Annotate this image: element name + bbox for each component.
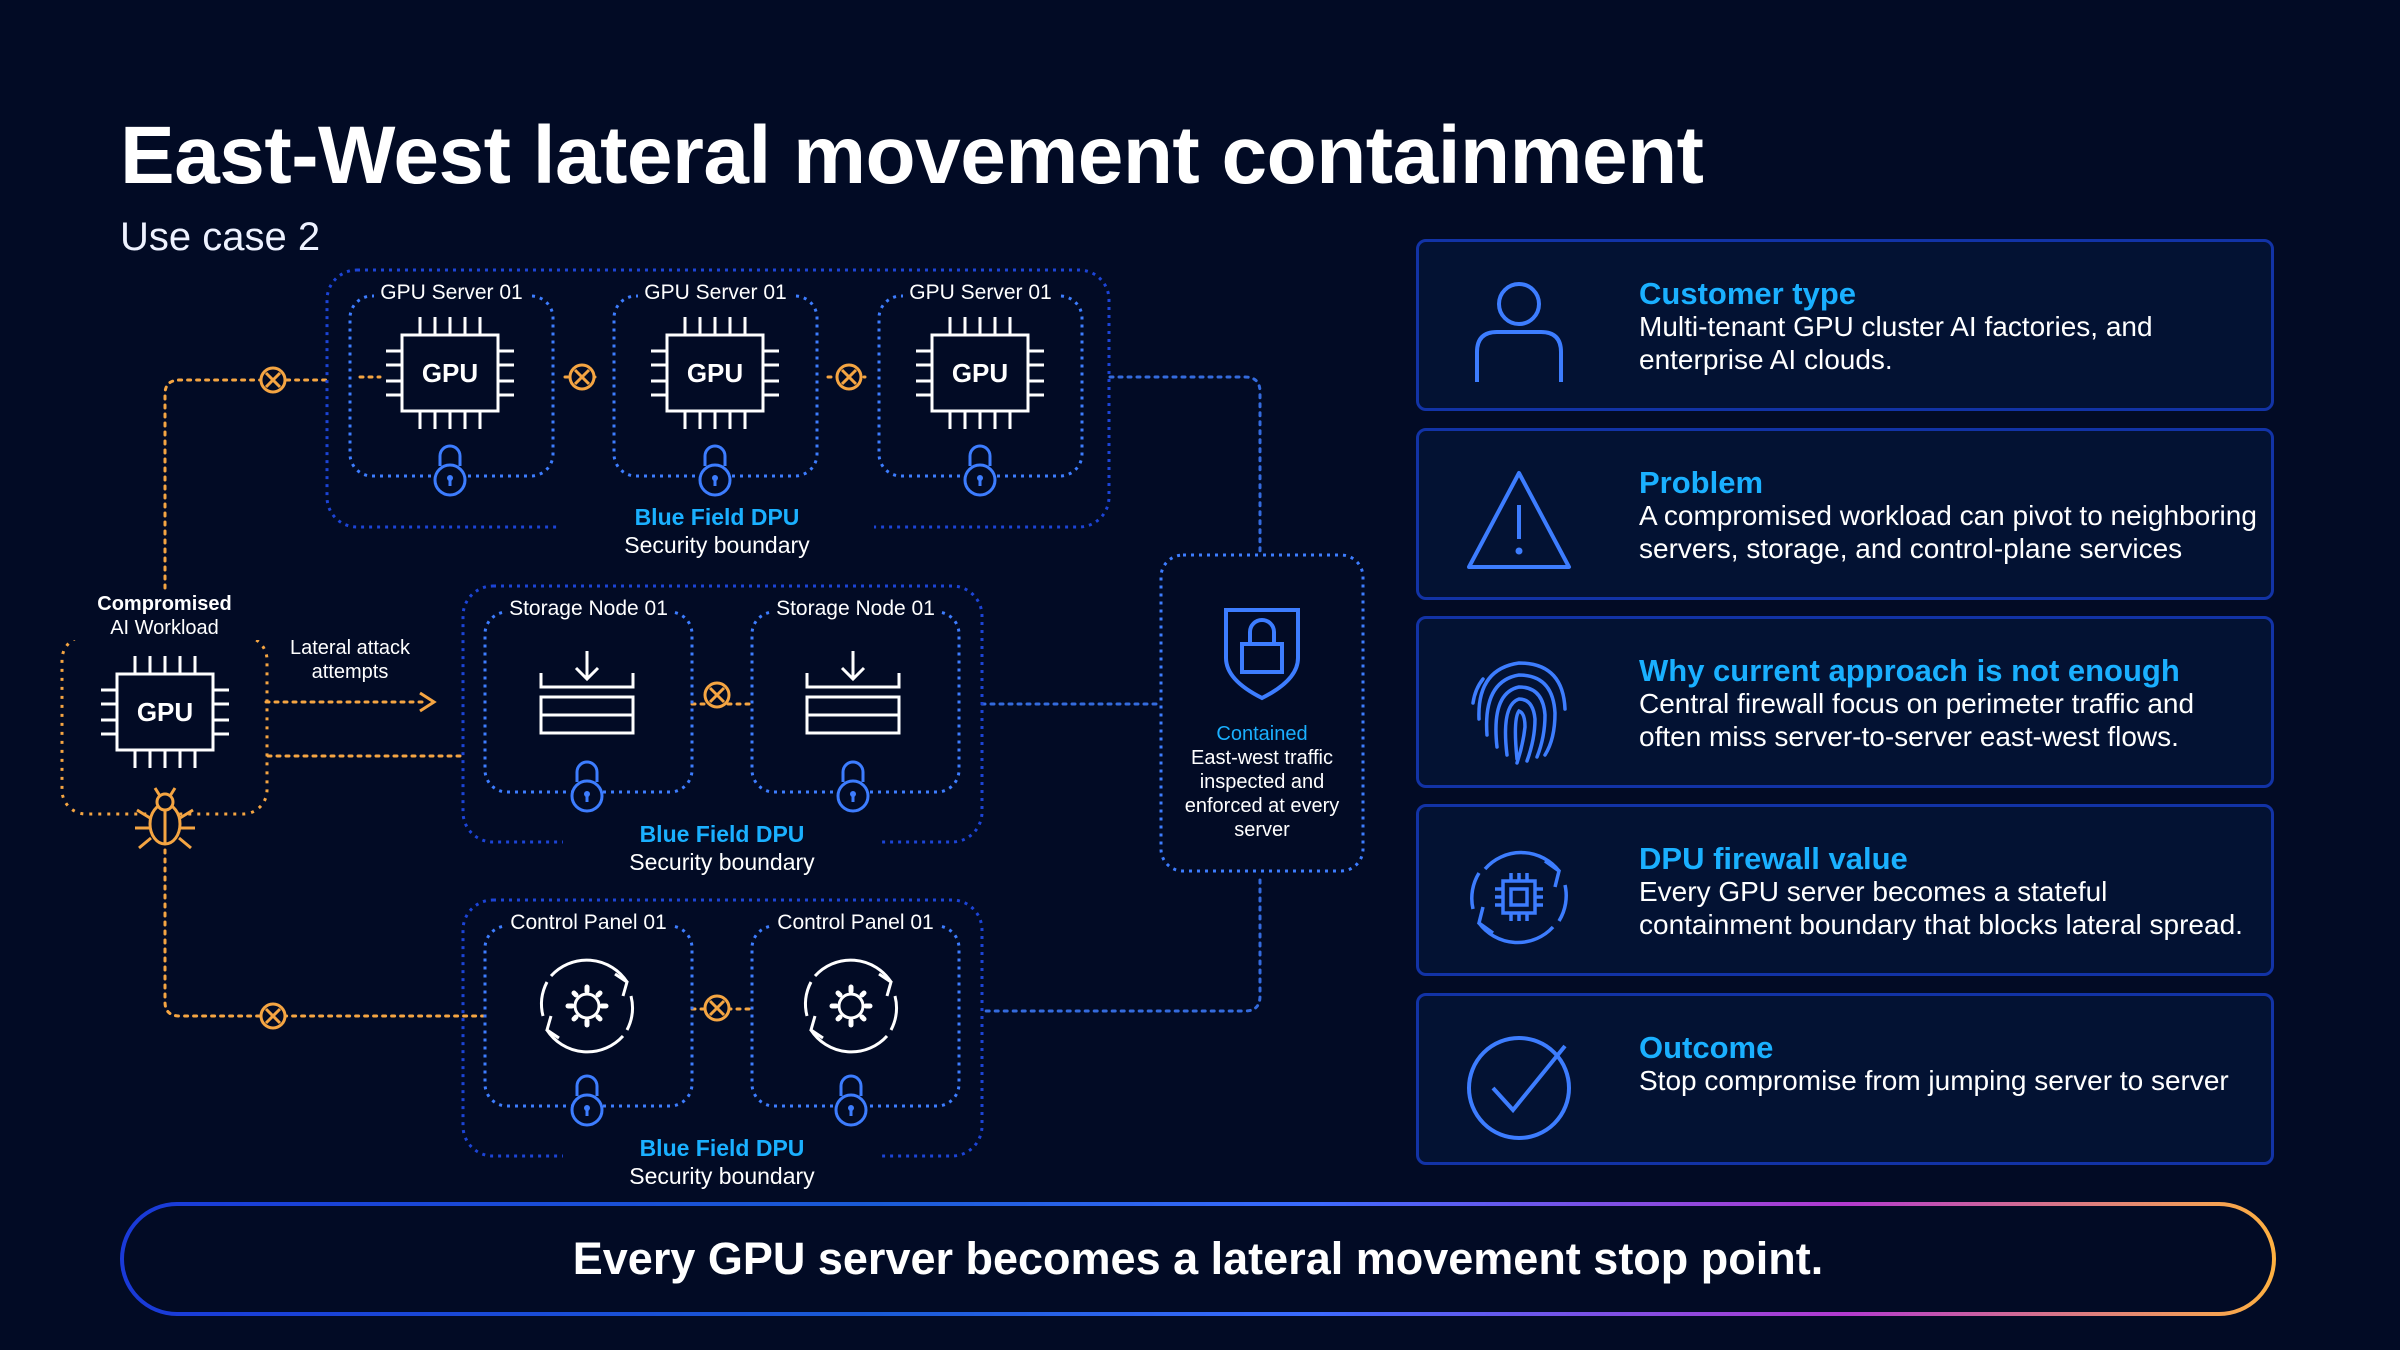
card-body: Every GPU server becomes a stateful cont…	[1639, 876, 2243, 940]
card-title: Problem	[1639, 465, 1764, 500]
lock-icon	[698, 444, 732, 497]
card-title: Why current approach is not enough	[1639, 653, 2180, 688]
gpu-chip-text: GPU	[136, 697, 194, 727]
gear-refresh-icon	[806, 960, 897, 1052]
attack-arrow-icon	[419, 691, 437, 713]
fingerprint-icon	[1471, 661, 1567, 765]
card-title: Outcome	[1639, 1030, 1774, 1065]
gpu-server-group-boundary	[325, 268, 1111, 529]
security-boundary-label: Security boundary	[629, 849, 815, 875]
security-boundary-label: Security boundary	[624, 532, 810, 558]
card-why-not-enough: Why current approach is not enough Centr…	[1416, 616, 2274, 788]
control-panel-2	[750, 924, 961, 1127]
contained-box	[1159, 553, 1365, 873]
contained-body-line: East-west traffic	[1191, 747, 1333, 769]
blocked-icon	[703, 994, 731, 1022]
compromised-sublabel: AI Workload	[110, 617, 219, 639]
gpu-chip-text: GPU	[951, 358, 1009, 388]
chip-refresh-icon	[1470, 850, 1568, 945]
card-title: DPU firewall value	[1639, 841, 1908, 876]
takeaway-banner: Every GPU server becomes a lateral movem…	[120, 1202, 2276, 1316]
card-body: Stop compromise from jumping server to s…	[1639, 1065, 2229, 1096]
blocked-icon	[568, 363, 596, 391]
page-subtitle: Use case 2	[120, 215, 321, 259]
lock-icon	[570, 1074, 604, 1127]
storage-download-icon	[805, 649, 901, 735]
dpu-label: Blue Field DPU	[639, 821, 805, 847]
card-body: Multi-tenant GPU cluster AI factories, a…	[1639, 311, 2153, 375]
banner-text: Every GPU server becomes a lateral movem…	[572, 1233, 1824, 1284]
attack-label: Lateral attack	[289, 637, 411, 659]
control-panel-1	[483, 924, 694, 1127]
gpu-server-1	[348, 294, 555, 497]
contained-body-line: inspected and	[1199, 771, 1325, 793]
card-title: Customer type	[1639, 276, 1857, 311]
storage-download-icon	[539, 649, 635, 735]
control-group-boundary	[461, 898, 984, 1158]
card-outcome: Outcome Stop compromise from jumping ser…	[1416, 993, 2274, 1165]
contained-body-line: server	[1234, 819, 1290, 841]
shield-lock-icon	[1224, 608, 1300, 701]
storage-node-1	[483, 610, 694, 813]
gear-refresh-icon	[542, 960, 633, 1052]
east-west-connector-lines	[980, 375, 1262, 1013]
compromised-workload-box	[60, 634, 269, 816]
card-dpu-value: DPU firewall value Every GPU server beco…	[1416, 804, 2274, 976]
storage-node-2	[750, 610, 961, 813]
card-body: A compromised workload can pivot to neig…	[1639, 500, 2257, 564]
security-boundary-label: Security boundary	[629, 1163, 815, 1189]
card-customer-type: Customer type Multi-tenant GPU cluster A…	[1416, 239, 2274, 411]
storage-node-label: Storage Node 01	[503, 597, 674, 620]
lock-icon	[836, 760, 870, 813]
compromised-label: Compromised	[97, 593, 232, 615]
gpu-server-3	[877, 294, 1084, 497]
lock-icon	[570, 760, 604, 813]
contained-body-line: enforced at every	[1184, 795, 1340, 817]
page-title: East-West lateral movement containment	[120, 110, 1704, 201]
lock-icon	[834, 1074, 868, 1127]
person-icon	[1475, 282, 1563, 382]
bug-icon	[135, 787, 195, 850]
warning-icon	[1467, 471, 1571, 569]
lock-icon	[433, 444, 467, 497]
gpu-chip-text: GPU	[686, 358, 744, 388]
blocked-icon	[835, 363, 863, 391]
gpu-server-label: GPU Server 01	[374, 281, 529, 304]
gpu-server-2	[612, 294, 819, 497]
dpu-label: Blue Field DPU	[634, 504, 800, 530]
blocked-icon	[703, 681, 731, 709]
control-panel-label: Control Panel 01	[771, 911, 940, 934]
gpu-server-label: GPU Server 01	[638, 281, 793, 304]
checkmark-icon	[1467, 1036, 1571, 1140]
card-body: Central firewall focus on perimeter traf…	[1639, 688, 2195, 752]
gpu-chip-text: GPU	[421, 358, 479, 388]
storage-node-label: Storage Node 01	[770, 597, 941, 620]
dpu-label: Blue Field DPU	[639, 1135, 805, 1161]
gpu-server-label: GPU Server 01	[903, 281, 1058, 304]
blocked-icon	[259, 366, 287, 394]
card-problem: Problem A compromised workload can pivot…	[1416, 428, 2274, 600]
blocked-icon	[259, 1002, 287, 1030]
control-panel-label: Control Panel 01	[504, 911, 673, 934]
contained-title: Contained	[1216, 723, 1308, 745]
lock-icon	[963, 444, 997, 497]
attack-sublabel: attempts	[311, 661, 389, 683]
